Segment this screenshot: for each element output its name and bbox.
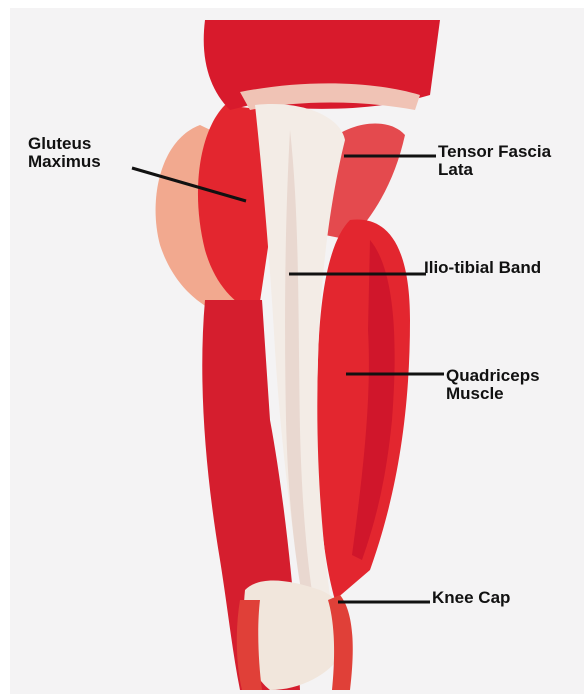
label-quadriceps-line-1: Quadriceps (446, 367, 540, 385)
label-tensor-fascia-lata: Tensor Fascia Lata (438, 143, 551, 179)
label-gluteus-line-1: Gluteus (28, 135, 101, 153)
label-iliotibial-band: Ilio-tibial Band (424, 259, 541, 277)
label-gluteus-maximus: Gluteus Maximus (28, 135, 101, 171)
label-tensor-line-1: Tensor Fascia (438, 143, 551, 161)
label-quadriceps-muscle: Quadriceps Muscle (446, 367, 540, 403)
label-knee-cap: Knee Cap (432, 589, 510, 607)
label-tensor-line-2: Lata (438, 161, 551, 179)
label-gluteus-line-2: Maximus (28, 153, 101, 171)
label-quadriceps-line-2: Muscle (446, 385, 540, 403)
knee-tendon-left (237, 600, 262, 690)
